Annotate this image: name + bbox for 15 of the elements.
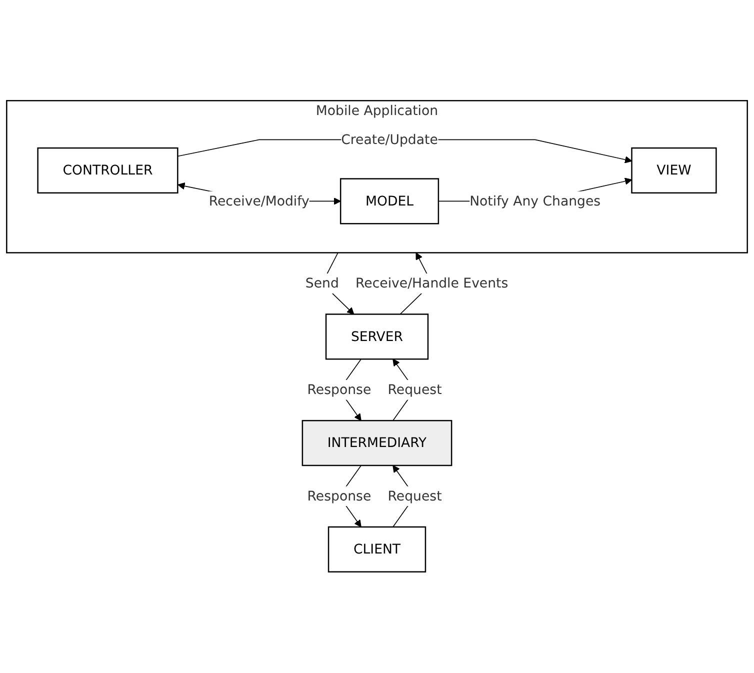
node-box: SERVER <box>325 314 429 360</box>
edge-label: Receive/Handle Events <box>356 275 508 292</box>
edge-label: Response <box>307 382 372 398</box>
edge-label: Create/Update <box>341 132 438 148</box>
node-box: CONTROLLER <box>37 148 178 194</box>
edge-label: Notify Any Changes <box>470 193 601 209</box>
node-box: MODEL <box>340 178 440 225</box>
edge-label: Request <box>388 382 442 398</box>
edge-label: Send <box>305 275 339 292</box>
edge-label: Receive/Modify <box>208 193 310 209</box>
node-box: INTERMEDIARY <box>302 420 452 466</box>
edge-label: Request <box>388 488 442 504</box>
edge-label: Response <box>307 488 372 504</box>
node-box: VIEW <box>631 148 717 194</box>
node-box: CLIENT <box>328 526 426 573</box>
